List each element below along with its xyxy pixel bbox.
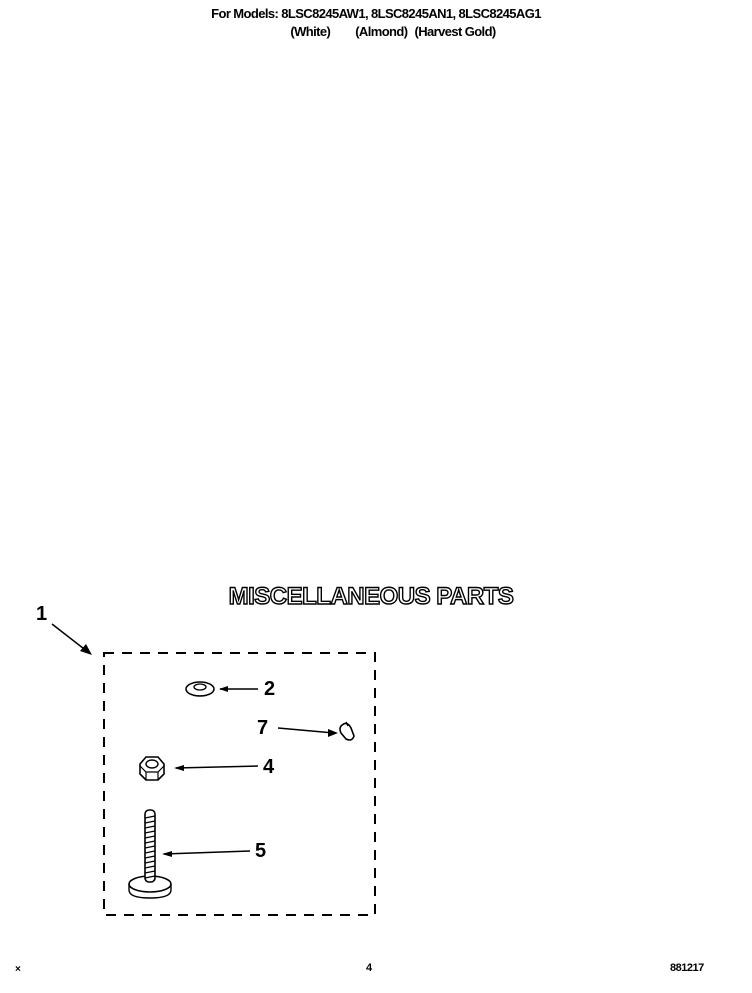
page-number: 4	[366, 962, 373, 974]
callout-4-label: 4	[263, 756, 275, 778]
clip-icon	[339, 721, 355, 741]
leveling-leg-icon	[128, 809, 172, 899]
callout-7-arrow	[277, 727, 338, 737]
callout-2-arrow	[219, 686, 258, 692]
callout-1-arrow	[51, 623, 92, 655]
callout-7-label: 7	[257, 717, 269, 739]
hex-nut-icon	[139, 756, 165, 781]
models-header: For Models: 8LSC8245AW1, 8LSC8245AN1, 8L…	[211, 6, 541, 21]
document-code: 881217	[670, 962, 704, 974]
callout-5-arrow	[162, 850, 251, 857]
callout-4-arrow	[174, 765, 259, 771]
kit-boundary-box	[103, 652, 376, 916]
callout-2-label: 2	[264, 678, 276, 700]
section-title: MISCELLANEOUS PARTS	[228, 582, 515, 610]
model-colors-line: (White) (Almond) (Harvest Gold)	[0, 24, 752, 39]
footer-left-mark: ×	[15, 964, 21, 975]
color-almond: (Almond)	[355, 24, 408, 39]
callout-5-label: 5	[255, 840, 267, 862]
color-white: (White)	[290, 24, 331, 39]
washer-icon	[185, 681, 215, 697]
color-harvest-gold: (Harvest Gold)	[414, 24, 496, 39]
callout-1-label: 1	[36, 603, 48, 625]
